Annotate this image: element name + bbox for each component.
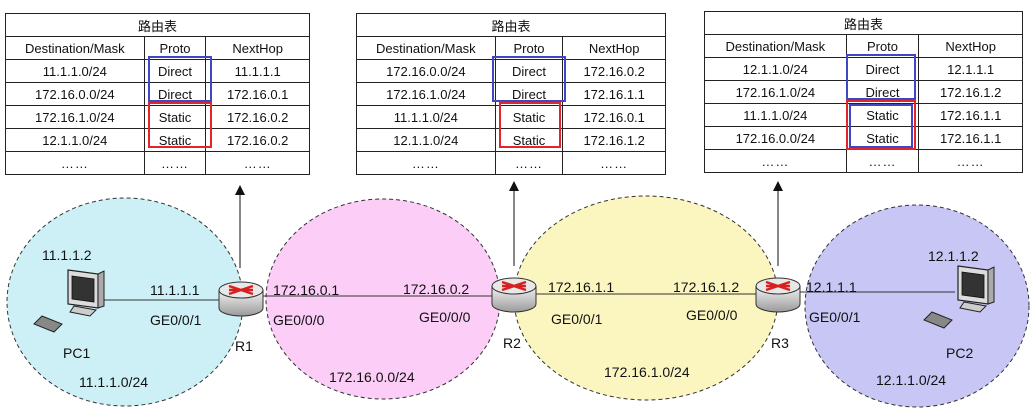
destination-cell: 11.1.1.0/24 xyxy=(356,105,496,129)
pc1-icon[interactable] xyxy=(33,269,105,333)
column-header-nexthop: NextHop xyxy=(562,36,666,60)
routing-table-title: 路由表 xyxy=(704,11,1023,35)
nexthop-cell: 172.16.0.1 xyxy=(205,82,310,106)
destination-cell: 172.16.1.0/24 xyxy=(5,105,145,129)
ellipsis-cell: …… xyxy=(494,151,564,175)
r2-right-ip-label: 172.16.1.1 xyxy=(548,279,615,295)
pc2-icon[interactable] xyxy=(923,265,995,329)
destination-cell: 11.1.1.0/24 xyxy=(704,103,847,127)
r1-ge001-label: GE0/0/1 xyxy=(150,312,202,328)
network-2-label: 172.16.0.0/24 xyxy=(329,369,415,385)
column-header-destination: Destination/Mask xyxy=(5,36,145,60)
nexthop-cell: 172.16.1.1 xyxy=(918,103,1023,127)
static-routes-highlight-blue xyxy=(849,104,913,148)
routing-table-r3: 路由表 Destination/Mask Proto NextHop 12.1.… xyxy=(704,11,1023,173)
destination-cell: 172.16.1.0/24 xyxy=(704,80,847,104)
direct-routes-highlight xyxy=(148,56,212,102)
destination-cell: 172.16.0.0/24 xyxy=(5,82,145,106)
proto-cell: Direct xyxy=(845,57,920,81)
static-routes-highlight xyxy=(148,102,212,148)
ellipsis-cell: …… xyxy=(562,151,666,175)
nexthop-cell: 172.16.0.2 xyxy=(205,128,310,152)
proto-cell: Static xyxy=(494,128,564,152)
nexthop-cell: 12.1.1.1 xyxy=(918,57,1023,81)
nexthop-cell: 172.16.1.2 xyxy=(918,80,1023,104)
destination-cell: 172.16.0.0/24 xyxy=(704,126,847,150)
table-row: ……………… xyxy=(356,151,666,175)
network-1-label: 11.1.1.0/24 xyxy=(79,374,149,390)
ellipsis-cell: …… xyxy=(845,149,920,173)
r1-ge000-label: GE0/0/0 xyxy=(273,312,325,328)
router-r2-icon[interactable] xyxy=(491,277,537,313)
network-4-label: 12.1.1.0/24 xyxy=(876,372,947,388)
ellipsis-cell: …… xyxy=(205,151,310,175)
r3-right-ip-label: 12.1.1.1 xyxy=(806,279,857,295)
r2-label: R2 xyxy=(503,335,521,351)
r1-label: R1 xyxy=(235,338,253,354)
nexthop-cell: 172.16.0.1 xyxy=(562,105,666,129)
proto-cell: Static xyxy=(143,105,207,129)
r3-ge000-label: GE0/0/0 xyxy=(686,307,738,323)
ellipsis-cell: …… xyxy=(704,149,847,173)
table-row: ……………… xyxy=(704,149,1023,173)
table-row: ……………… xyxy=(5,151,310,175)
destination-cell: 12.1.1.0/24 xyxy=(356,128,496,152)
pc2-label: PC2 xyxy=(946,345,974,361)
r1-gateway-ip-label: 11.1.1.1 xyxy=(150,282,200,298)
pc1-ip-label: 11.1.1.2 xyxy=(42,247,92,263)
destination-cell: 12.1.1.0/24 xyxy=(704,57,847,81)
destination-cell: 12.1.1.0/24 xyxy=(5,128,145,152)
destination-cell: 11.1.1.0/24 xyxy=(5,59,145,83)
routing-table-r2: 路由表 Destination/Mask Proto NextHop 172.1… xyxy=(356,13,666,175)
r3-left-ip-label: 172.16.1.2 xyxy=(673,279,740,295)
network-3-label: 172.16.1.0/24 xyxy=(604,364,690,380)
r2-ge000-label: GE0/0/0 xyxy=(419,309,471,325)
ellipsis-cell: …… xyxy=(356,151,496,175)
r2-ge001-label: GE0/0/1 xyxy=(551,311,603,327)
direct-routes-highlight xyxy=(492,56,566,102)
ellipsis-cell: …… xyxy=(5,151,145,175)
pc1-label: PC1 xyxy=(63,345,91,361)
nexthop-cell: 172.16.1.1 xyxy=(562,82,666,106)
nexthop-cell: 172.16.1.2 xyxy=(562,128,666,152)
direct-routes-highlight xyxy=(846,54,916,100)
ellipsis-cell: …… xyxy=(918,149,1023,173)
static-routes-highlight xyxy=(499,102,561,148)
routing-table-title: 路由表 xyxy=(356,13,666,37)
router-r3-icon[interactable] xyxy=(755,277,801,313)
column-header-destination: Destination/Mask xyxy=(704,34,847,58)
column-header-destination: Destination/Mask xyxy=(356,36,496,60)
column-header-nexthop: NextHop xyxy=(205,36,310,60)
routing-table-title: 路由表 xyxy=(5,13,310,37)
static-routes-highlight xyxy=(846,100,916,150)
network-zone-4 xyxy=(804,204,1030,408)
r1-right-ip-label: 172.16.0.1 xyxy=(273,282,340,298)
nexthop-cell: 11.1.1.1 xyxy=(205,59,310,83)
nexthop-cell: 172.16.0.2 xyxy=(562,59,666,83)
r3-label: R3 xyxy=(771,335,789,351)
pc2-ip-label: 12.1.1.2 xyxy=(928,248,979,264)
r2-left-ip-label: 172.16.0.2 xyxy=(403,281,470,297)
nexthop-cell: 172.16.0.2 xyxy=(205,105,310,129)
router-r1-icon[interactable] xyxy=(218,281,264,317)
destination-cell: 172.16.1.0/24 xyxy=(356,82,496,106)
nexthop-cell: 172.16.1.1 xyxy=(918,126,1023,150)
r3-ge001-label: GE0/0/1 xyxy=(809,309,861,325)
column-header-nexthop: NextHop xyxy=(918,34,1023,58)
destination-cell: 172.16.0.0/24 xyxy=(356,59,496,83)
ellipsis-cell: …… xyxy=(143,151,207,175)
